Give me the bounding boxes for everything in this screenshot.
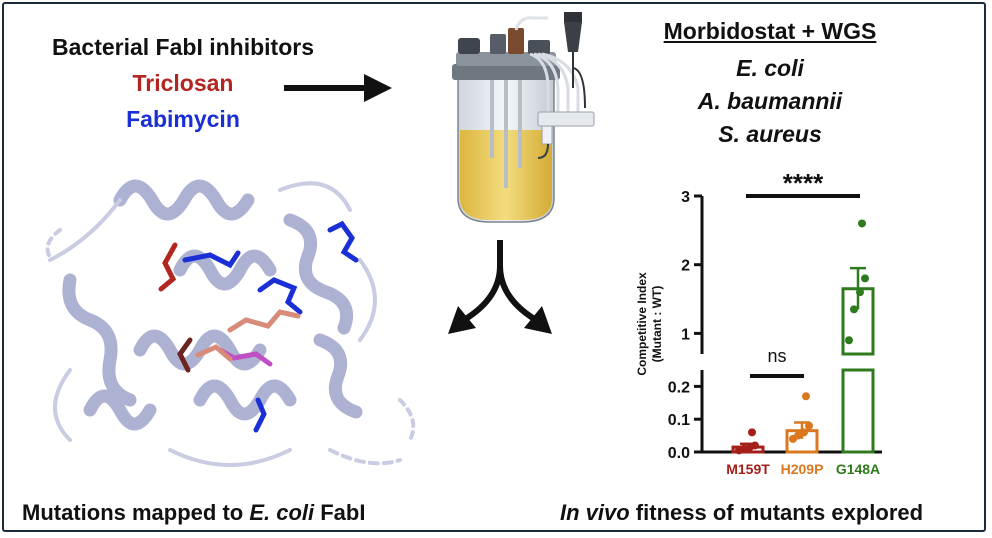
right-arrow-icon — [284, 74, 392, 102]
data-point — [861, 274, 869, 283]
left-caption-text: Mutations mapped to — [22, 500, 250, 525]
method-title: Morbidostat + WGS — [663, 18, 877, 44]
data-point — [858, 219, 866, 228]
data-point — [802, 392, 810, 401]
left-caption: Mutations mapped to E. coli FabI — [22, 500, 365, 526]
data-point — [748, 428, 756, 437]
y-tick-label: 2 — [681, 258, 690, 275]
y-tick-label: 0.1 — [668, 412, 690, 429]
data-point — [850, 305, 858, 314]
significance-label-main: **** — [783, 170, 824, 198]
left-caption-tail: FabI — [314, 500, 366, 525]
significance-label-ns: ns — [767, 346, 786, 366]
left-caption-italic: E. coli — [249, 500, 315, 525]
right-caption-italic: In vivo — [560, 500, 630, 525]
organism-saureus: S. aureus — [718, 121, 822, 147]
bioreactor-icon — [452, 12, 595, 223]
data-point — [856, 288, 864, 297]
right-caption-text: fitness of mutants explored — [629, 500, 924, 525]
triclosan-label: Triclosan — [132, 70, 234, 96]
y-tick-label: 0.0 — [668, 445, 690, 462]
protein-structure-icon — [45, 179, 416, 467]
data-point — [845, 336, 853, 345]
inhibitors-title: Bacterial FabI inhibitors — [52, 34, 314, 60]
y-tick-label: 1 — [681, 326, 690, 343]
y-axis-label-line1: Competitive Index — [635, 272, 649, 376]
right-caption: In vivo fitness of mutants explored — [560, 500, 923, 526]
organism-abaumannii: A. baumannii — [697, 88, 843, 114]
split-arrow-icon — [448, 240, 552, 334]
x-tick-label-h209p: H209P — [781, 461, 824, 477]
fabimycin-label: Fabimycin — [126, 106, 240, 132]
bar-g148a-lower — [841, 368, 875, 454]
x-tick-label-g148a: G148A — [836, 461, 880, 477]
data-point — [740, 444, 748, 453]
organism-ecoli: E. coli — [736, 55, 804, 81]
data-point — [805, 421, 813, 430]
y-tick-label: 0.2 — [668, 379, 690, 396]
x-tick-label-m159t: M159T — [726, 461, 770, 477]
data-point — [794, 431, 802, 440]
y-tick-label: 3 — [681, 189, 690, 206]
data-point — [800, 428, 808, 437]
y-axis-label-line2: (Mutant : WT) — [650, 286, 664, 363]
data-point — [751, 441, 759, 450]
